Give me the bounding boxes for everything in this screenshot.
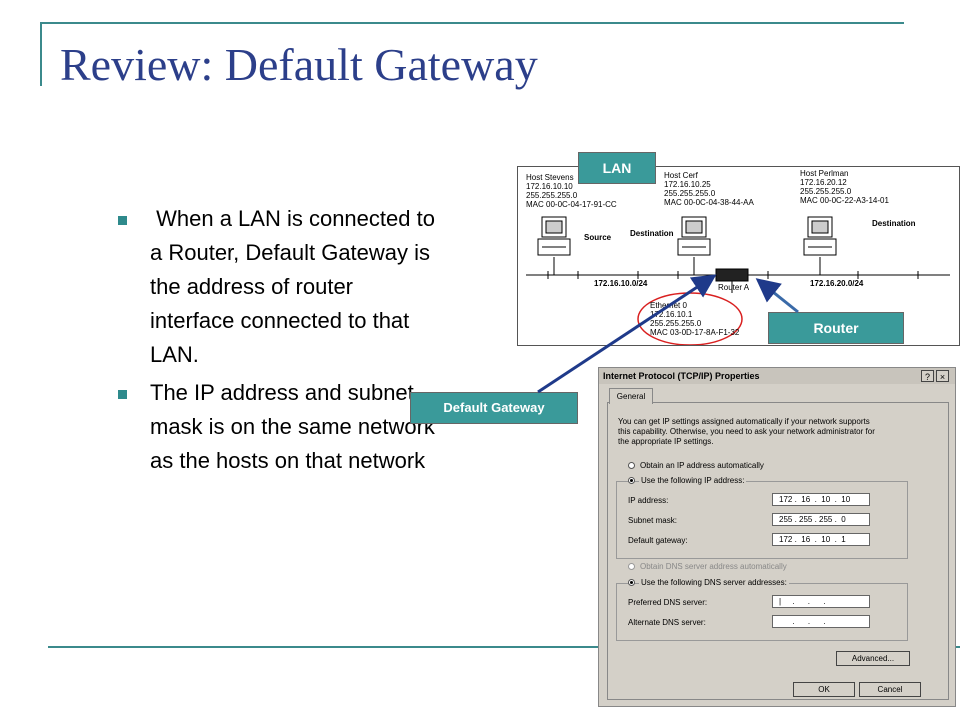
host-ip: 172.16.10.10	[526, 182, 573, 191]
tab-general[interactable]: General	[609, 388, 653, 404]
interface-ip: 172.16.10.1	[650, 310, 693, 319]
cancel-button[interactable]: Cancel	[859, 682, 921, 697]
host-mac: MAC 00-0C-04-17-91-CC	[526, 200, 617, 209]
host-perlman-info: Host Perlman 172.16.20.12 255.255.255.0 …	[800, 169, 889, 205]
host-name: Host Stevens	[526, 173, 574, 182]
bullet-text: The IP address and subnet mask is on the…	[150, 380, 435, 473]
intro-line: You can get IP settings assigned automat…	[618, 417, 870, 426]
bullet-item: When a LAN is connected to a Router, Def…	[118, 202, 438, 372]
close-button[interactable]: ×	[936, 370, 949, 382]
destination-label: Destination	[872, 219, 916, 228]
network-right-label: 172.16.20.0/24	[810, 279, 864, 288]
frame-bottom-rule	[48, 646, 608, 648]
router-callout: Router	[768, 312, 904, 344]
network-left-label: 172.16.10.0/24	[594, 279, 648, 288]
advanced-button[interactable]: Advanced...	[836, 651, 910, 666]
router-arrow	[755, 278, 799, 314]
default-gateway-callout: Default Gateway	[410, 392, 578, 424]
lan-callout: LAN	[578, 152, 656, 184]
ok-button[interactable]: OK	[793, 682, 855, 697]
preferred-dns-field[interactable]: | . . .	[772, 595, 870, 608]
general-tab-page: You can get IP settings assigned automat…	[607, 402, 949, 700]
network-diagram: Host Stevens 172.16.10.10 255.255.255.0 …	[517, 166, 960, 346]
slide-title: Review: Default Gateway	[60, 39, 538, 90]
intro-text: You can get IP settings assigned automat…	[618, 417, 875, 447]
dns-settings-group	[616, 583, 908, 641]
use-following-dns-label: Use the following DNS server addresses:	[639, 578, 789, 587]
subnet-mask-field[interactable]: 255 . 255 . 255 . 0	[772, 513, 870, 526]
host-mask: 255.255.255.0	[526, 191, 578, 200]
router-label: Router A	[718, 283, 750, 292]
ip-settings-group	[616, 481, 908, 559]
alternate-dns-label: Alternate DNS server:	[628, 618, 706, 627]
interface-mac: MAC 03-0D-17-8A-F1-32	[650, 328, 740, 337]
obtain-dns-auto-label: Obtain DNS server address automatically	[640, 562, 787, 571]
subnet-mask-label: Subnet mask:	[628, 516, 677, 525]
frame-left-rule	[40, 22, 42, 86]
bullet-item: The IP address and subnet mask is on the…	[118, 376, 438, 478]
host-stevens-info: Host Stevens 172.16.10.10 255.255.255.0 …	[526, 173, 617, 209]
intro-line: the appropriate IP settings.	[618, 437, 714, 446]
obtain-ip-auto-label: Obtain an IP address automatically	[640, 461, 764, 470]
computer-icon	[537, 216, 571, 256]
default-gateway-arrow	[537, 274, 717, 394]
bullet-text: When a LAN is connected to a Router, Def…	[150, 206, 442, 367]
bullet-list: When a LAN is connected to a Router, Def…	[118, 202, 438, 482]
ip-address-label: IP address:	[628, 496, 669, 505]
host-ip: 172.16.10.25	[664, 180, 711, 189]
frame-top-rule	[40, 22, 904, 24]
source-label: Source	[584, 233, 612, 242]
host-name: Host Perlman	[800, 169, 849, 178]
help-button[interactable]: ?	[921, 370, 934, 382]
interface-mask: 255.255.255.0	[650, 319, 702, 328]
use-following-ip-radio[interactable]	[628, 477, 635, 484]
host-name: Host Cerf	[664, 171, 698, 180]
host-mac: MAC 00-0C-04-38-44-AA	[664, 198, 754, 207]
default-gateway-field[interactable]: 172 . 16 . 10 . 1	[772, 533, 870, 546]
computer-icon	[677, 216, 711, 256]
tcpip-properties-dialog: Internet Protocol (TCP/IP) Properties ? …	[598, 367, 956, 707]
alternate-dns-field[interactable]: . . .	[772, 615, 870, 628]
use-following-dns-radio[interactable]	[628, 579, 635, 586]
bullet-square-icon	[118, 390, 127, 399]
host-mac: MAC 00-0C-22-A3-14-01	[800, 196, 889, 205]
default-gateway-label: Default gateway:	[628, 536, 688, 545]
host-mask: 255.255.255.0	[800, 187, 852, 196]
preferred-dns-label: Preferred DNS server:	[628, 598, 708, 607]
intro-line: this capability. Otherwise, you need to …	[618, 427, 875, 436]
obtain-dns-auto-radio[interactable]	[628, 563, 635, 570]
network-diagram-svg	[526, 216, 950, 345]
bullet-square-icon	[118, 216, 127, 225]
host-ip: 172.16.20.12	[800, 178, 847, 187]
use-following-ip-label: Use the following IP address:	[639, 476, 747, 485]
obtain-ip-auto-radio[interactable]	[628, 462, 635, 469]
destination-label: Destination	[630, 229, 674, 238]
host-cerf-info: Host Cerf 172.16.10.25 255.255.255.0 MAC…	[664, 171, 754, 207]
computer-icon	[803, 216, 837, 256]
ip-address-field[interactable]: 172 . 16 . 10 . 10	[772, 493, 870, 506]
dialog-title: Internet Protocol (TCP/IP) Properties	[599, 368, 955, 384]
host-mask: 255.255.255.0	[664, 189, 716, 198]
